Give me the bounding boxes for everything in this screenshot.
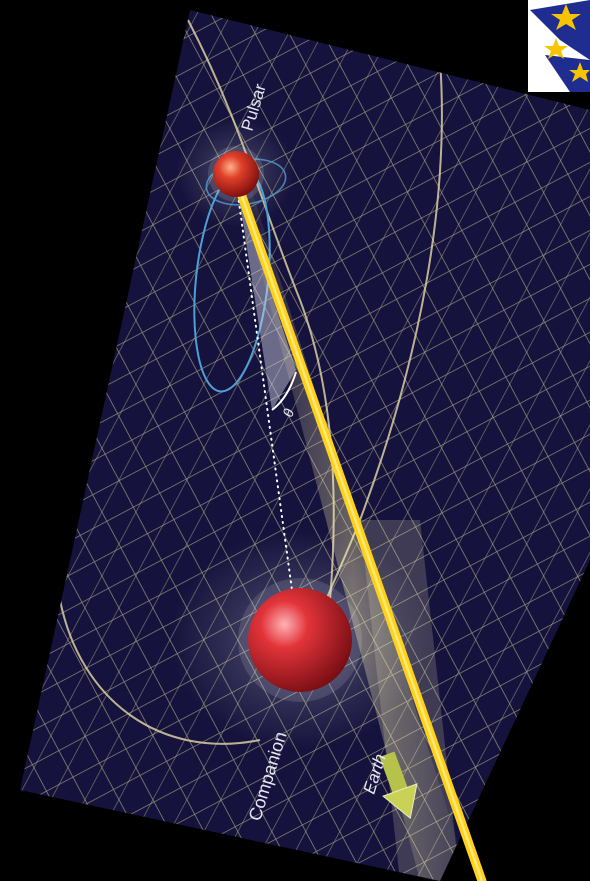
orbit-track-right: [319, 59, 443, 616]
companion-star: [238, 578, 362, 702]
separation-line: [237, 194, 293, 591]
pulsar-star: [208, 146, 264, 202]
angle-wedge: [238, 190, 296, 410]
earth-direction-arrow-icon: [379, 751, 418, 820]
eu-stars-flag-icon: [528, 0, 590, 92]
orbit-track-left: [59, 599, 261, 745]
